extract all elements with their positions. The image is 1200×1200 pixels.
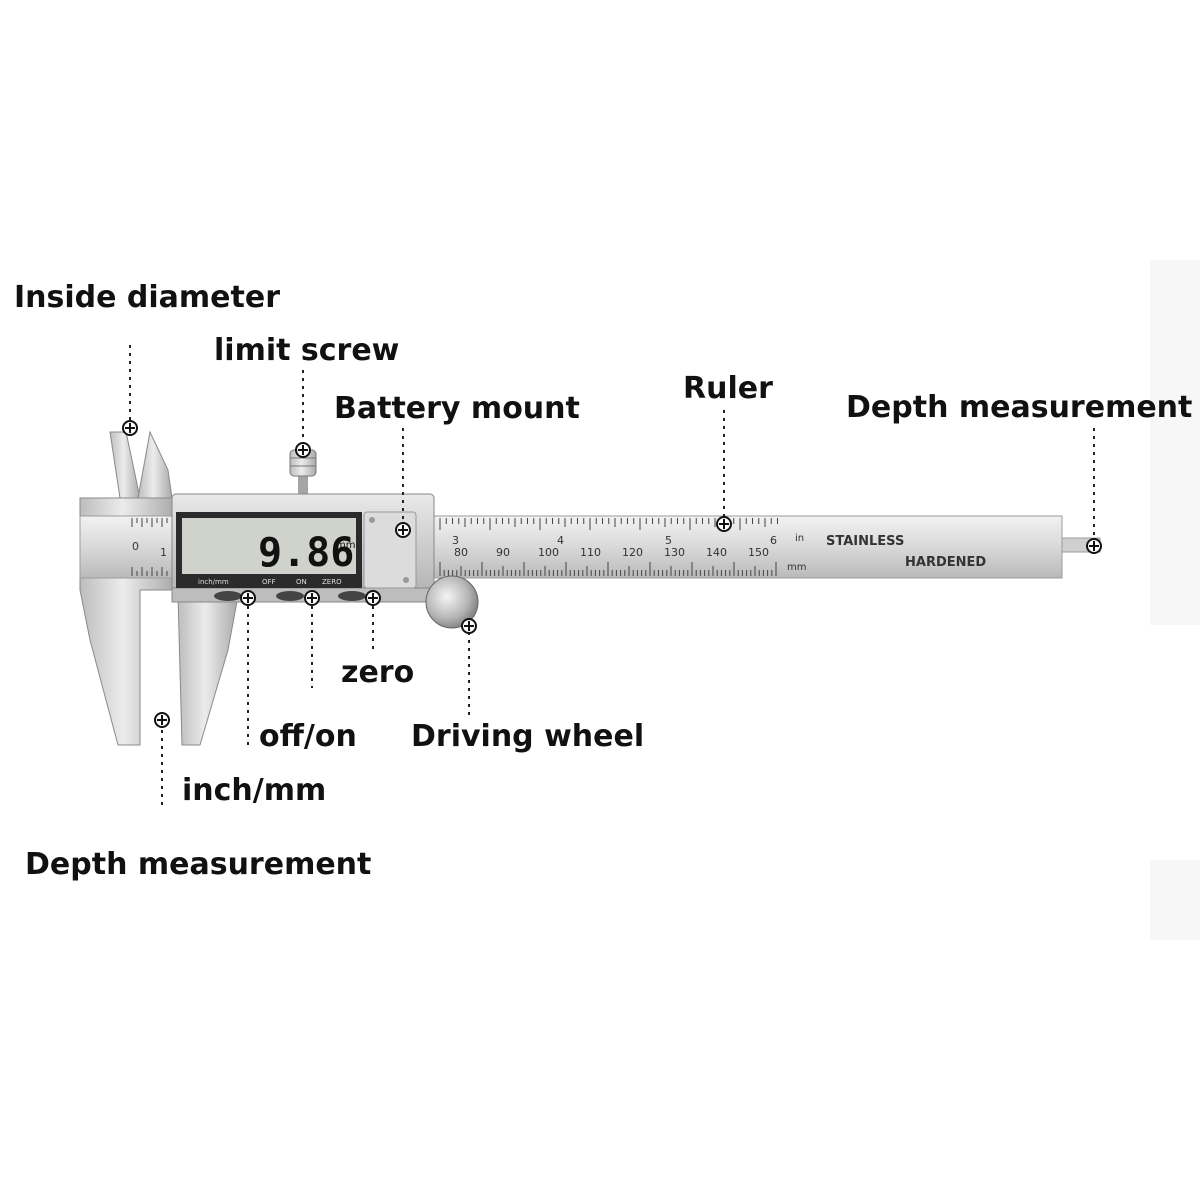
callout-marker-icon [304, 590, 320, 606]
inch-unit-label: in [795, 533, 804, 544]
lcd-reading: 9.86 [258, 530, 354, 576]
mm-scale-label: 110 [580, 546, 601, 559]
mm-scale-label: 120 [622, 546, 643, 559]
label-depth-measurement-bottom: Depth measurement [25, 847, 372, 882]
callout-marker-icon [395, 522, 411, 538]
mm-scale-label: 140 [706, 546, 727, 559]
label-inch-mm: inch/mm [182, 773, 327, 808]
background-strip-bottom [1150, 860, 1200, 940]
stamp-stainless: STAINLESS [826, 534, 904, 549]
callout-markers [122, 420, 1102, 728]
callout-marker-icon [1086, 538, 1102, 554]
label-driving-wheel: Driving wheel [411, 719, 645, 754]
label-off-on: off/on [259, 719, 357, 754]
jaw-inch-tick: 0 [132, 540, 139, 553]
mm-scale-label: 130 [664, 546, 685, 559]
inch-mm-button[interactable] [214, 591, 242, 601]
jaw-mm-tick: 1 [160, 546, 167, 559]
limit-screw-stem [298, 474, 308, 494]
lcd-unit: mm [336, 540, 355, 551]
label-battery-mount: Battery mount [334, 391, 580, 426]
zero-button[interactable] [338, 591, 366, 601]
callout-marker-icon [365, 590, 381, 606]
inch-scale-label: 6 [770, 534, 777, 547]
mm-scale-label: 80 [454, 546, 468, 559]
off-on-button[interactable] [276, 591, 304, 601]
callout-marker-icon [295, 442, 311, 458]
label-depth-measurement-top: Depth measurement [846, 390, 1193, 425]
label-limit-screw: limit screw [214, 333, 400, 368]
inch-scale-label: 4 [557, 534, 564, 547]
callout-marker-icon [122, 420, 138, 436]
mm-scale-label: 100 [538, 546, 559, 559]
stamp-hardened: HARDENED [905, 555, 986, 570]
label-zero: zero [341, 655, 415, 690]
lcd-button-on-label: ON [296, 578, 307, 586]
inch-scale-label: 5 [665, 534, 672, 547]
label-ruler: Ruler [683, 371, 773, 406]
sliding-jaw [177, 595, 239, 746]
lcd-button-zero-label: ZERO [322, 578, 342, 586]
lcd-button-inch-mm-label: inch/mm [198, 578, 229, 586]
mm-scale-label: 90 [496, 546, 510, 559]
mm-unit-label: mm [787, 562, 806, 573]
driving-wheel[interactable] [425, 575, 479, 629]
inside-jaw-fixed [109, 431, 141, 499]
mm-scale-label: 150 [748, 546, 769, 559]
callout-marker-icon [154, 712, 170, 728]
ruler-ticks [131, 518, 778, 576]
lcd-button-off-label: OFF [262, 578, 276, 586]
inside-jaw-sliding [137, 430, 173, 499]
label-inside-diameter: Inside diameter [14, 280, 281, 315]
callout-marker-icon [461, 618, 477, 634]
inch-scale-labels: 3 4 5 6 [452, 534, 777, 547]
battery-screw-bottom [403, 577, 409, 583]
battery-screw-top [369, 517, 375, 523]
inch-scale-label: 3 [452, 534, 459, 547]
callout-marker-icon [716, 516, 732, 532]
battery-cover [363, 511, 417, 589]
lcd-screen [182, 518, 356, 574]
callout-marker-icon [240, 590, 256, 606]
background-strip-top [1150, 260, 1200, 625]
mm-scale-labels: 80 90 100 110 120 130 140 150 [454, 546, 769, 559]
